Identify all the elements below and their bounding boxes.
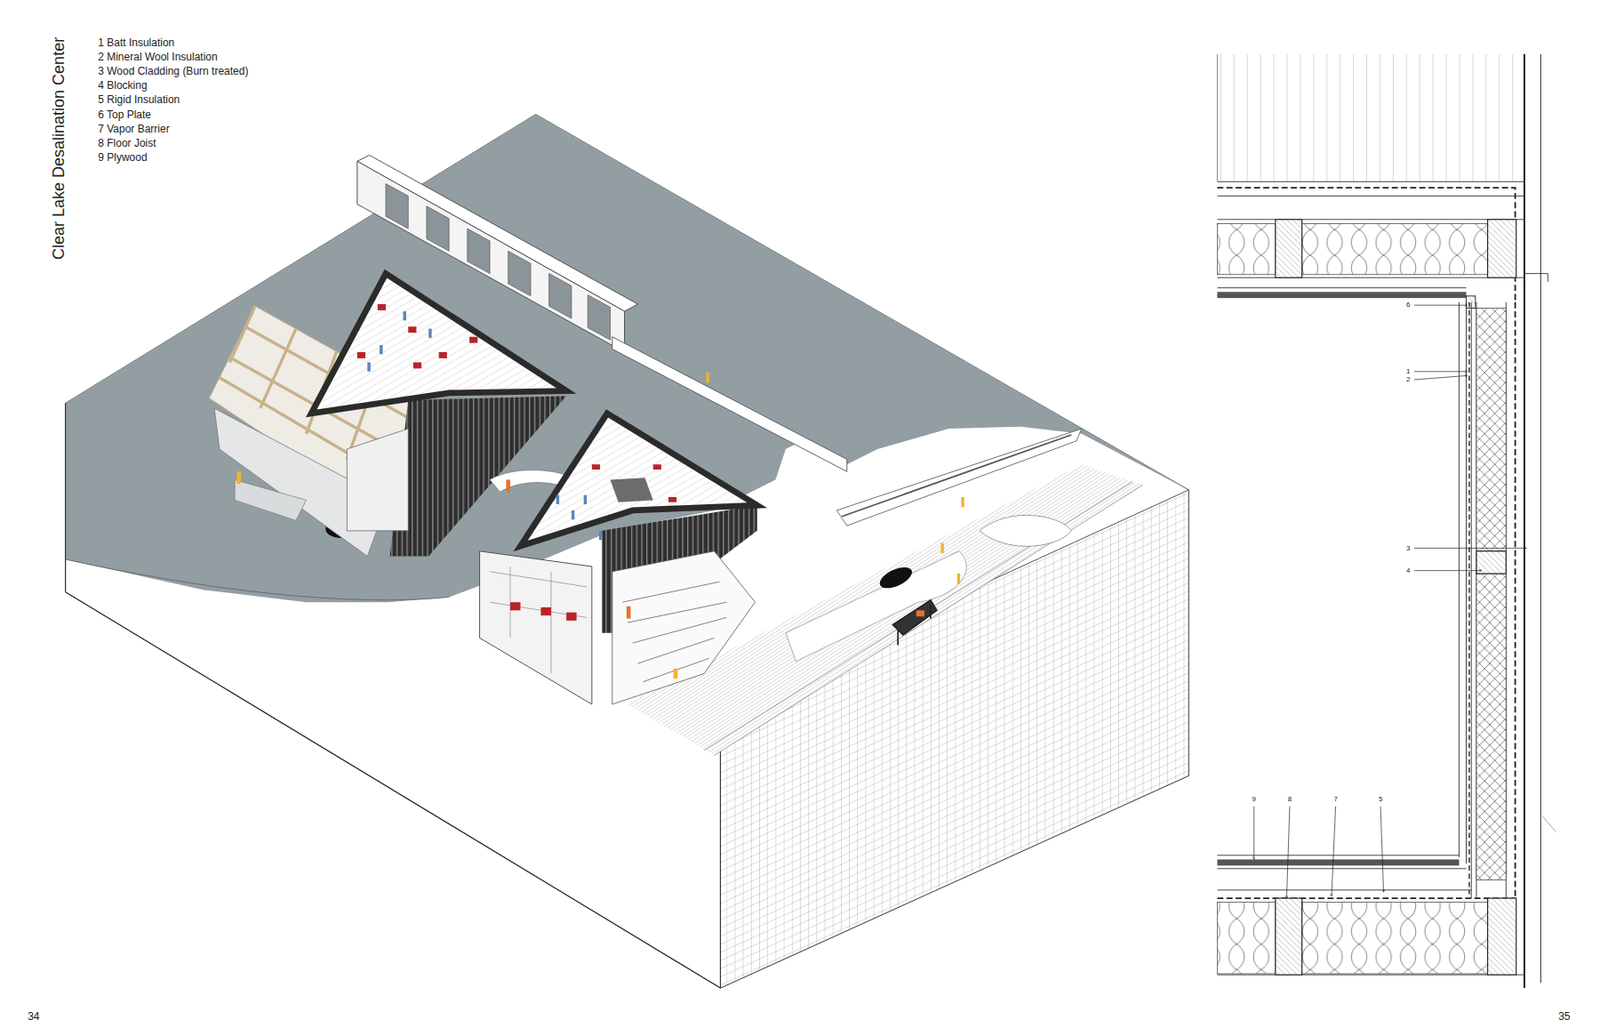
- key-item: 3 Wood Cladding (Burn treated): [97, 65, 248, 79]
- callout-number: 3: [1405, 544, 1411, 552]
- key-item: 7 Vapor Barrier: [97, 123, 169, 136]
- key-item: 1 Batt Insulation: [97, 37, 175, 50]
- building-right: [480, 413, 758, 704]
- callout-number: 6: [1405, 300, 1411, 309]
- key-item: 9 Plywood: [97, 152, 147, 165]
- site-model: [65, 114, 1190, 989]
- callout-number: 4: [1405, 566, 1411, 575]
- callout-number: 7: [1332, 794, 1338, 803]
- bus-shelter: [892, 600, 936, 646]
- key-item: 6 Top Plate: [97, 109, 152, 122]
- key-item: 2 Mineral Wool Insulation: [97, 51, 218, 64]
- key-item: 4 Blocking: [97, 80, 147, 93]
- people: [236, 304, 964, 679]
- callout-number: 1: [1405, 367, 1411, 376]
- leader-lines: [1254, 304, 1527, 898]
- page-number: 34: [26, 1010, 40, 1024]
- page-number: 35: [1557, 1010, 1571, 1024]
- sheet-title: Clear Lake Desalination Center: [49, 37, 69, 260]
- car: [876, 562, 915, 592]
- building-left: [311, 273, 567, 557]
- wall-section-detail: [1216, 54, 1556, 988]
- callout-number: 8: [1287, 794, 1293, 803]
- key-item: 5 Rigid Insulation: [97, 94, 180, 107]
- callout-number: 9: [1251, 794, 1257, 803]
- callout-number: 2: [1405, 375, 1411, 384]
- grid-face: [720, 489, 1189, 988]
- key-item: 8 Floor Joist: [97, 137, 156, 151]
- callout-number: 5: [1377, 794, 1384, 803]
